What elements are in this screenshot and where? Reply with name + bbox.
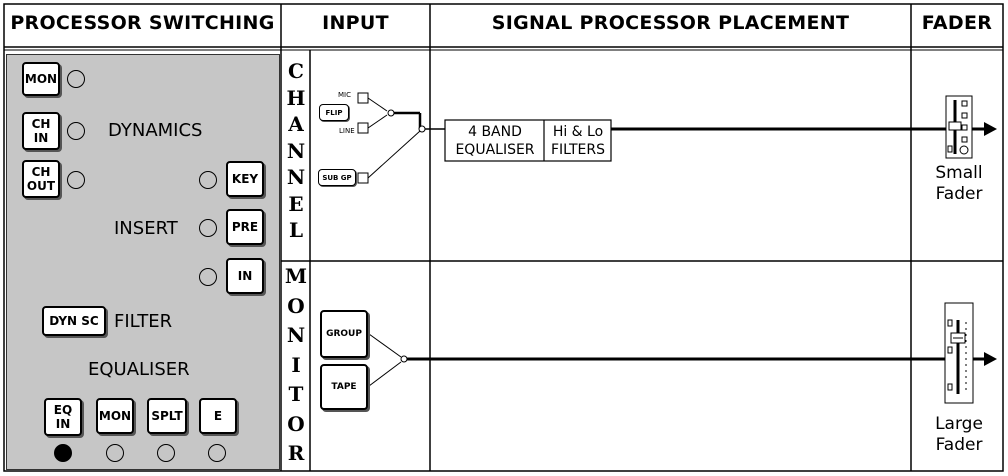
channel-letter: H xyxy=(286,85,306,110)
monitor-letter: I xyxy=(291,352,301,377)
channel-routing xyxy=(357,92,426,184)
monitor-routing xyxy=(368,333,408,387)
large-fader-label: Large Fader xyxy=(935,414,983,455)
ch-out-button[interactable]: CH OUT xyxy=(22,160,60,198)
pre-led xyxy=(199,219,217,237)
small-fader-graphic xyxy=(945,95,973,159)
monitor-letter: M xyxy=(284,264,308,288)
monitor-letter: N xyxy=(286,323,306,347)
monitor-arrow xyxy=(984,352,997,366)
monitor-letter: T xyxy=(288,382,304,406)
channel-arrow xyxy=(984,122,997,136)
filter-label: FILTER xyxy=(114,311,173,332)
header-fader: FADER xyxy=(921,12,993,34)
eq-mon-led xyxy=(106,444,124,462)
dynamics-label: DYNAMICS xyxy=(108,120,203,141)
in-led xyxy=(199,268,217,286)
line-label: LINE xyxy=(339,127,355,135)
monitor-letter: R xyxy=(287,441,305,465)
outer-border xyxy=(3,3,1004,472)
header-processor-switching: PROCESSOR SWITCHING xyxy=(10,12,275,34)
filters-box-label: Hi & Lo FILTERS xyxy=(550,123,606,158)
e-led xyxy=(208,444,226,462)
sub-gp-button[interactable]: SUB GP xyxy=(318,169,356,186)
channel-letter: L xyxy=(288,218,304,242)
large-fader-graphic xyxy=(944,302,974,404)
tape-button[interactable]: TAPE xyxy=(320,364,368,410)
channel-letter: C xyxy=(288,59,304,83)
eq-in-led xyxy=(54,444,72,462)
header-signal-processor-placement: SIGNAL PROCESSOR PLACEMENT xyxy=(491,12,850,34)
ch-in-led xyxy=(67,122,85,140)
group-button[interactable]: GROUP xyxy=(320,310,368,358)
eq-in-button[interactable]: EQ IN xyxy=(44,398,82,436)
channel-letter: A xyxy=(288,112,304,136)
small-fader-label: Small Fader xyxy=(935,163,983,204)
splt-button[interactable]: SPLT xyxy=(147,398,187,434)
mic-label: MIC xyxy=(338,91,351,99)
eq-filter-box xyxy=(444,119,612,162)
header-input: INPUT xyxy=(322,12,389,34)
in-button[interactable]: IN xyxy=(226,258,264,294)
pre-button[interactable]: PRE xyxy=(226,209,264,245)
mon-led xyxy=(67,70,85,88)
eq-box-label: 4 BAND EQUALISER xyxy=(455,123,535,158)
eq-mon-button[interactable]: MON xyxy=(96,398,134,434)
monitor-letter: O xyxy=(287,411,305,436)
channel-letter: E xyxy=(288,191,304,216)
splt-led xyxy=(157,444,175,462)
dyn-sc-button[interactable]: DYN SC xyxy=(42,306,106,336)
ch-out-led xyxy=(67,171,85,189)
flip-button[interactable]: FLIP xyxy=(319,104,349,121)
ch-in-button[interactable]: CH IN xyxy=(22,112,60,150)
insert-label: INSERT xyxy=(114,218,178,239)
monitor-letter: O xyxy=(287,293,305,318)
equaliser-label: EQUALISER xyxy=(88,359,190,380)
key-led xyxy=(199,171,217,189)
e-button[interactable]: E xyxy=(199,398,237,434)
channel-letter: N xyxy=(286,138,306,163)
mon-button[interactable]: MON xyxy=(22,62,60,96)
channel-letter: N xyxy=(286,165,306,189)
key-button[interactable]: KEY xyxy=(226,161,264,197)
